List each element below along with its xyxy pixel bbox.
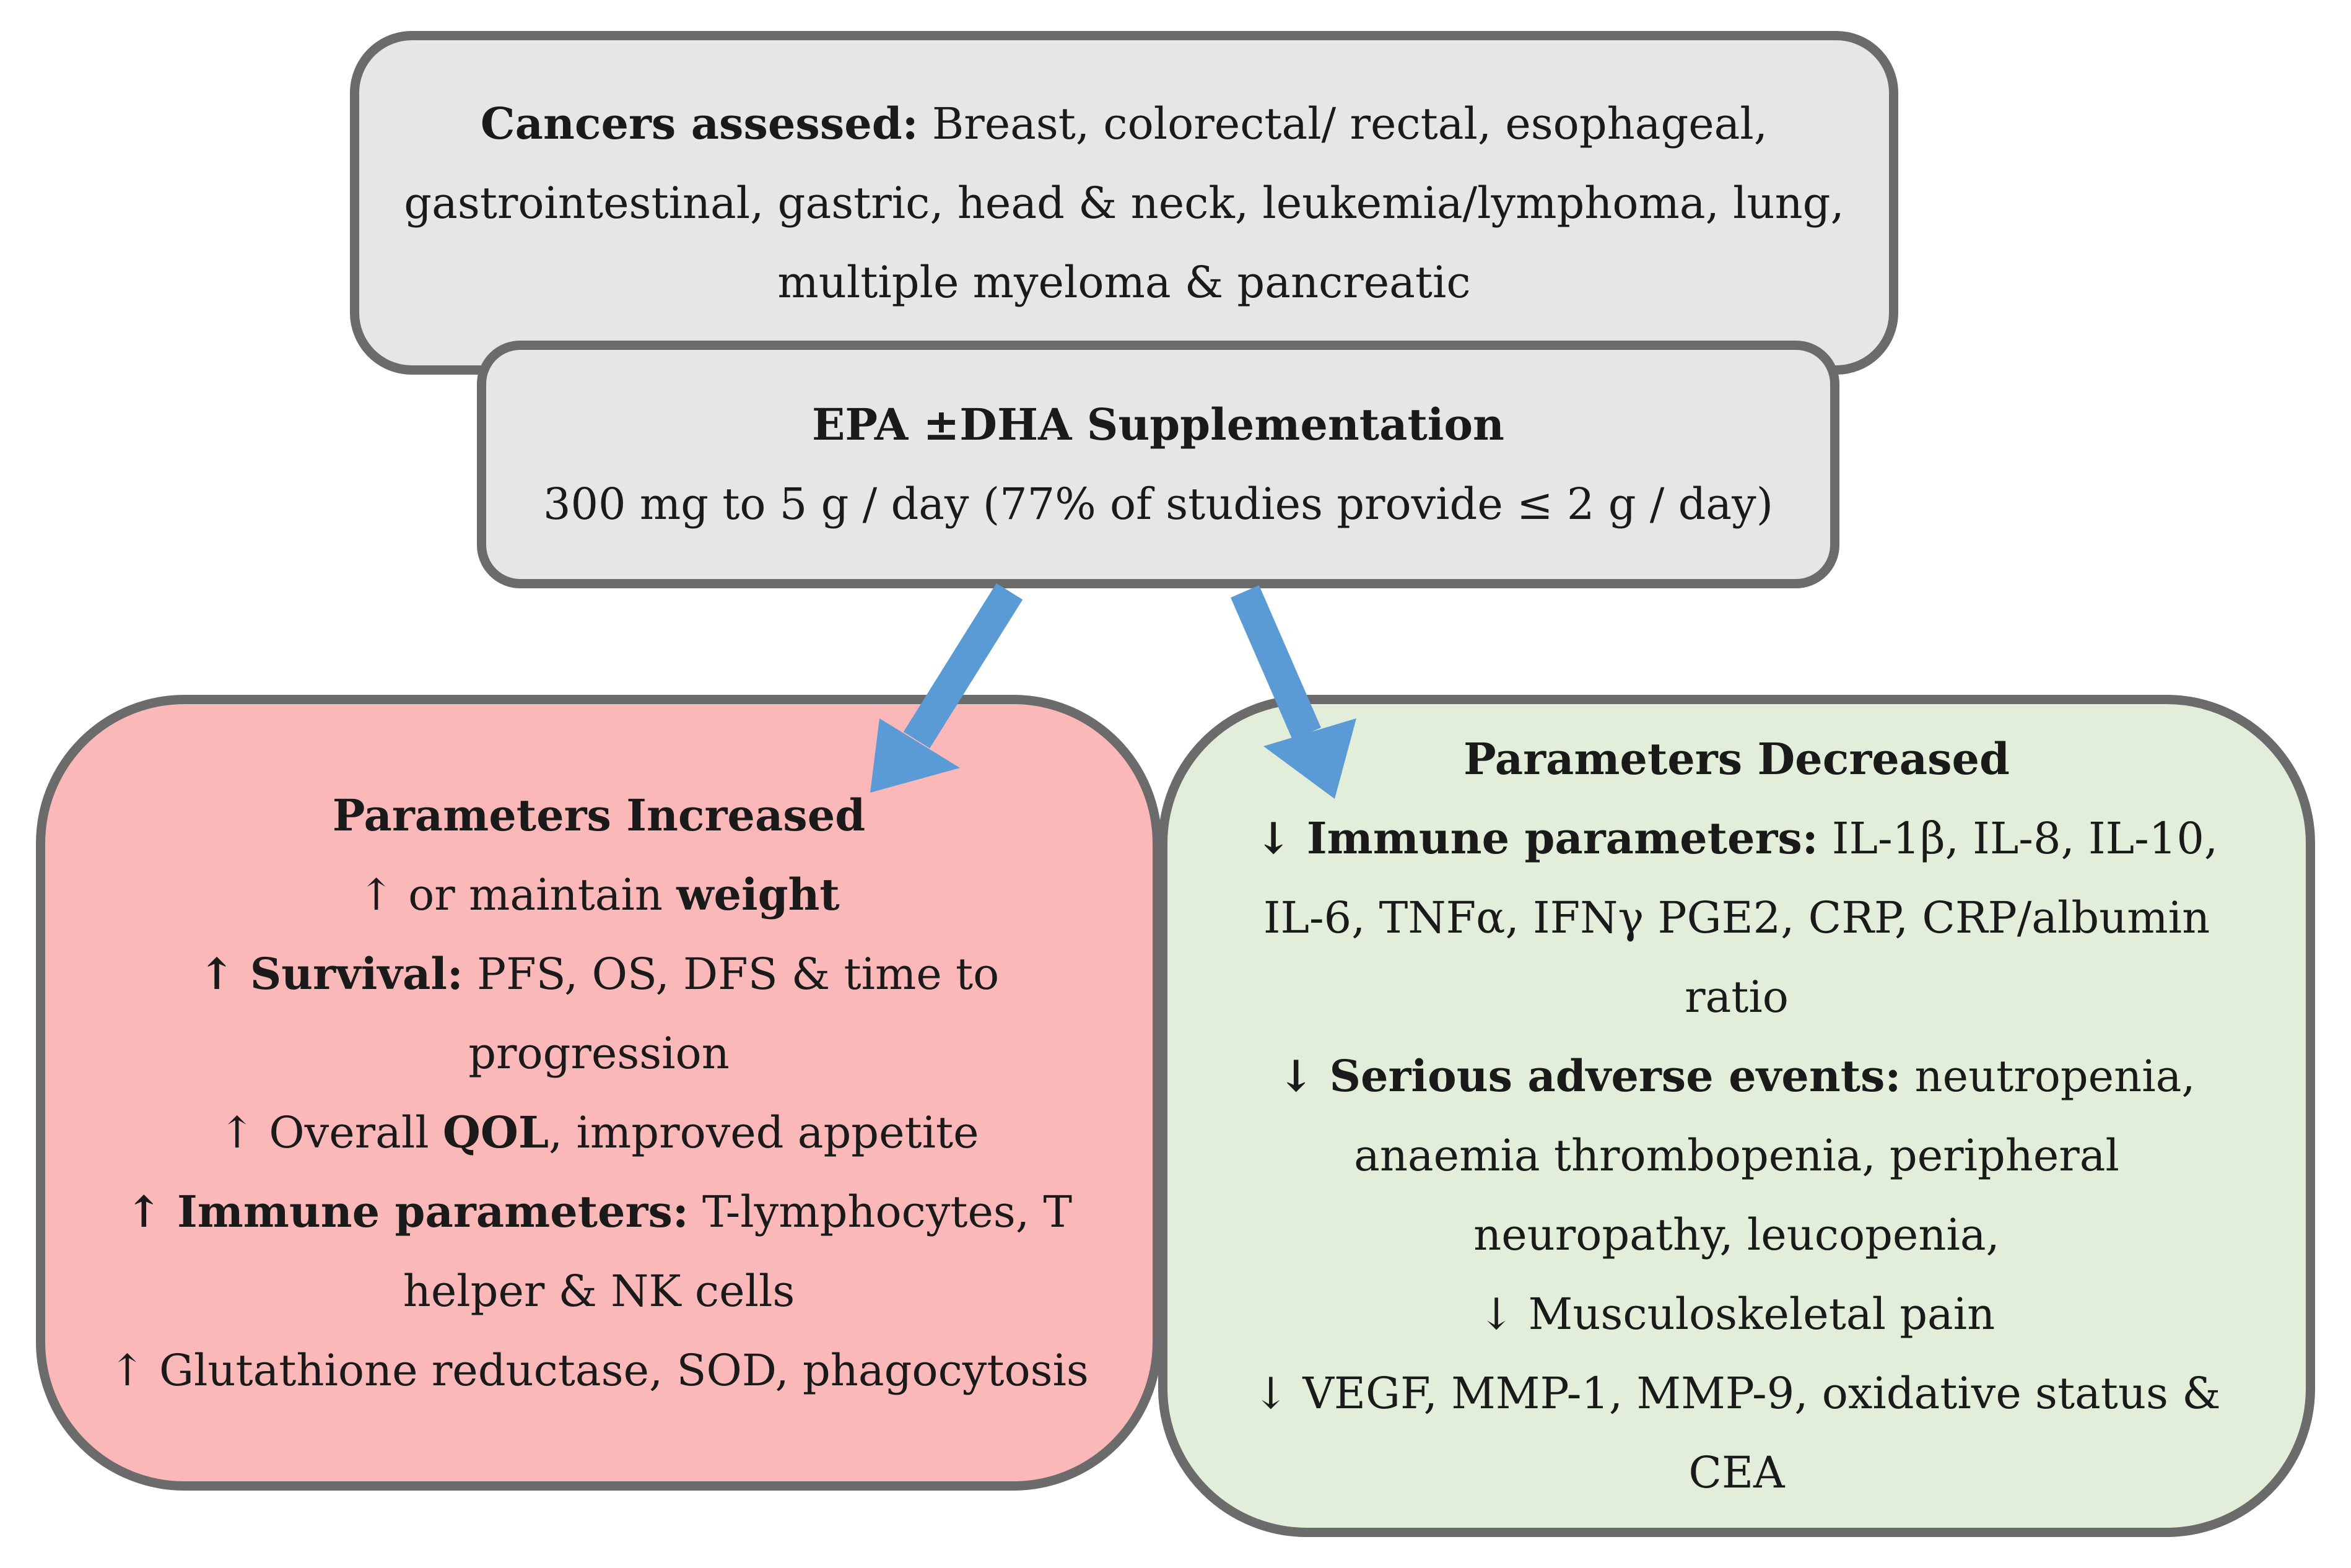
parameters-decreased-box: Parameters Decreased ↓ Immune parameters… bbox=[1158, 695, 2315, 1537]
increased-survival: ↑ Survival: PFS, OS, DFS & time to progr… bbox=[196, 934, 1001, 1093]
decreased-title: Parameters Decreased bbox=[1463, 733, 2010, 785]
cancers-line-3: multiple myeloma & pancreatic bbox=[777, 256, 1471, 308]
epa-dose: 300 mg to 5 g / day (77% of studies prov… bbox=[543, 479, 1774, 529]
decreased-immune: ↓ Immune parameters: IL-1β, IL-8, IL-10,… bbox=[1223, 799, 2250, 1037]
increased-qol-bold: QOL bbox=[442, 1106, 549, 1158]
arrow-to-increased-shaft bbox=[903, 583, 1023, 749]
increased-qol-suffix: , improved appetite bbox=[549, 1107, 979, 1158]
cancers-line-2: gastrointestinal, gastric, head & neck, … bbox=[404, 177, 1844, 229]
increased-immune: ↑ Immune parameters: T-lymphocytes, T he… bbox=[119, 1172, 1079, 1331]
decreased-pain: ↓ Musculoskeletal pain bbox=[1478, 1289, 1996, 1339]
epa-title: EPA ±DHA Supplementation bbox=[812, 399, 1504, 450]
cancers-line-1: Cancers assessed: Breast, colorectal/ re… bbox=[481, 84, 1768, 163]
decreased-immune-label: ↓ Immune parameters: bbox=[1255, 812, 1818, 864]
increased-title: Parameters Increased bbox=[332, 789, 866, 841]
increased-qol: ↑ Overall QOL, improved appetite bbox=[219, 1093, 979, 1172]
decreased-adverse: ↓ Serious adverse events: neutropenia, a… bbox=[1223, 1037, 2250, 1274]
arrow-to-decreased-head bbox=[1263, 718, 1356, 799]
arrow-to-increased-head bbox=[870, 718, 960, 793]
increased-immune-text: T-lymphocytes, T helper & NK cells bbox=[403, 1186, 1073, 1317]
increased-survival-text: PFS, OS, DFS & time to progression bbox=[463, 948, 1000, 1079]
decreased-adverse-label: ↓ Serious adverse events: bbox=[1278, 1050, 1901, 1102]
increased-weight-prefix: ↑ or maintain bbox=[358, 869, 677, 920]
epa-supplementation-box: EPA ±DHA Supplementation 300 mg to 5 g /… bbox=[477, 341, 1839, 588]
increased-immune-label: ↑ Immune parameters: bbox=[125, 1185, 689, 1237]
increased-qol-prefix: ↑ Overall bbox=[219, 1107, 443, 1158]
cancers-assessed-box: Cancers assessed: Breast, colorectal/ re… bbox=[350, 31, 1898, 375]
increased-weight: ↑ or maintain weight bbox=[358, 855, 840, 934]
increased-weight-bold: weight bbox=[676, 868, 840, 920]
cancers-label: Cancers assessed: bbox=[480, 97, 918, 149]
cancers-text-1: Breast, colorectal/ rectal, esophageal, bbox=[918, 98, 1768, 149]
parameters-increased-box: Parameters Increased ↑ or maintain weigh… bbox=[36, 695, 1162, 1491]
decreased-immune-text: IL-1β, IL-8, IL-10, IL-6, TNFα, IFNγ PGE… bbox=[1263, 813, 2218, 1022]
increased-survival-label: ↑ Survival: bbox=[198, 947, 463, 1000]
decreased-adverse-text: neutropenia, anaemia thrombopenia, perip… bbox=[1354, 1051, 2196, 1260]
decreased-vegf: ↓ VEGF, MMP-1, MMP-9, oxidative status &… bbox=[1252, 1368, 2221, 1498]
arrow-to-decreased-shaft bbox=[1231, 585, 1321, 740]
increased-glutathione: ↑ Glutathione reductase, SOD, phagocytos… bbox=[109, 1344, 1089, 1396]
